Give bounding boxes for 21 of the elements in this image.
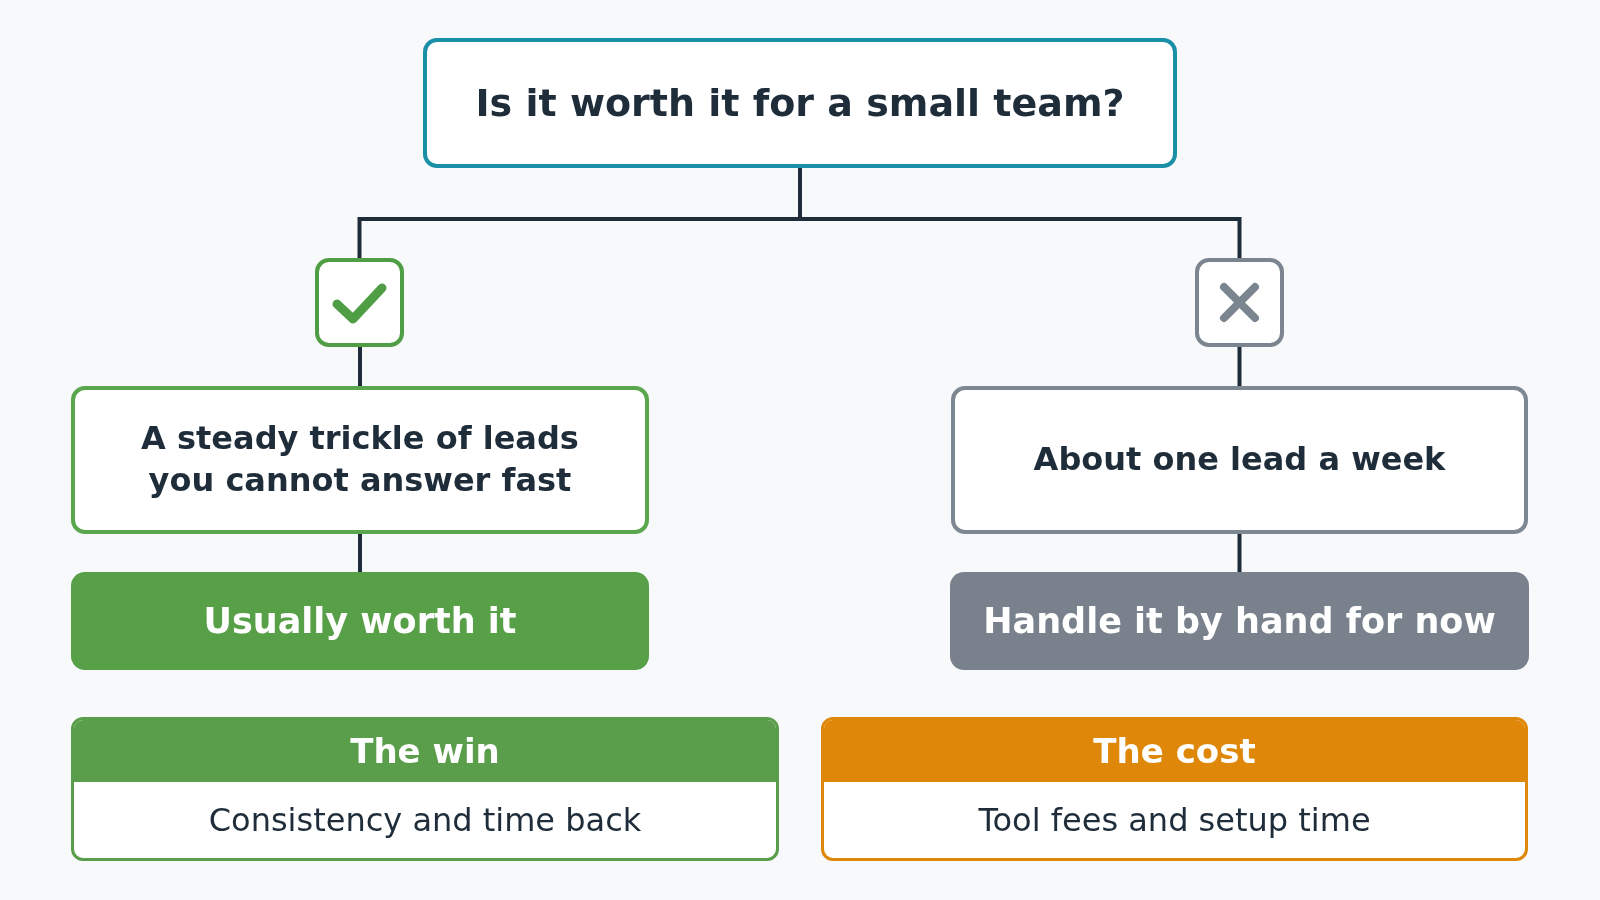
connector-line <box>798 168 1242 258</box>
question-text: Is it worth it for a small team? <box>475 81 1125 125</box>
card-text: Consistency and time back <box>207 800 643 841</box>
card-header: The cost <box>824 720 1525 782</box>
connector-line <box>358 347 362 386</box>
connector-line <box>1237 534 1242 572</box>
connector-line <box>1237 347 1242 386</box>
result-text: Handle it by hand for now <box>983 601 1496 641</box>
card-text: Tool fees and setup time <box>977 800 1372 841</box>
connector-line <box>358 534 362 572</box>
condition-box <box>71 386 649 534</box>
card-header: The win <box>74 720 776 782</box>
summary-card <box>821 717 1528 861</box>
condition-text: A steady trickle of leads you cannot answer fast <box>140 418 580 501</box>
result-box <box>71 572 649 670</box>
condition-text: About one lead a week <box>1033 439 1446 481</box>
condition-box <box>951 386 1528 534</box>
result-box <box>950 572 1529 670</box>
result-text: Usually worth it <box>203 601 517 641</box>
summary-card <box>71 717 779 861</box>
question-box <box>423 38 1177 168</box>
